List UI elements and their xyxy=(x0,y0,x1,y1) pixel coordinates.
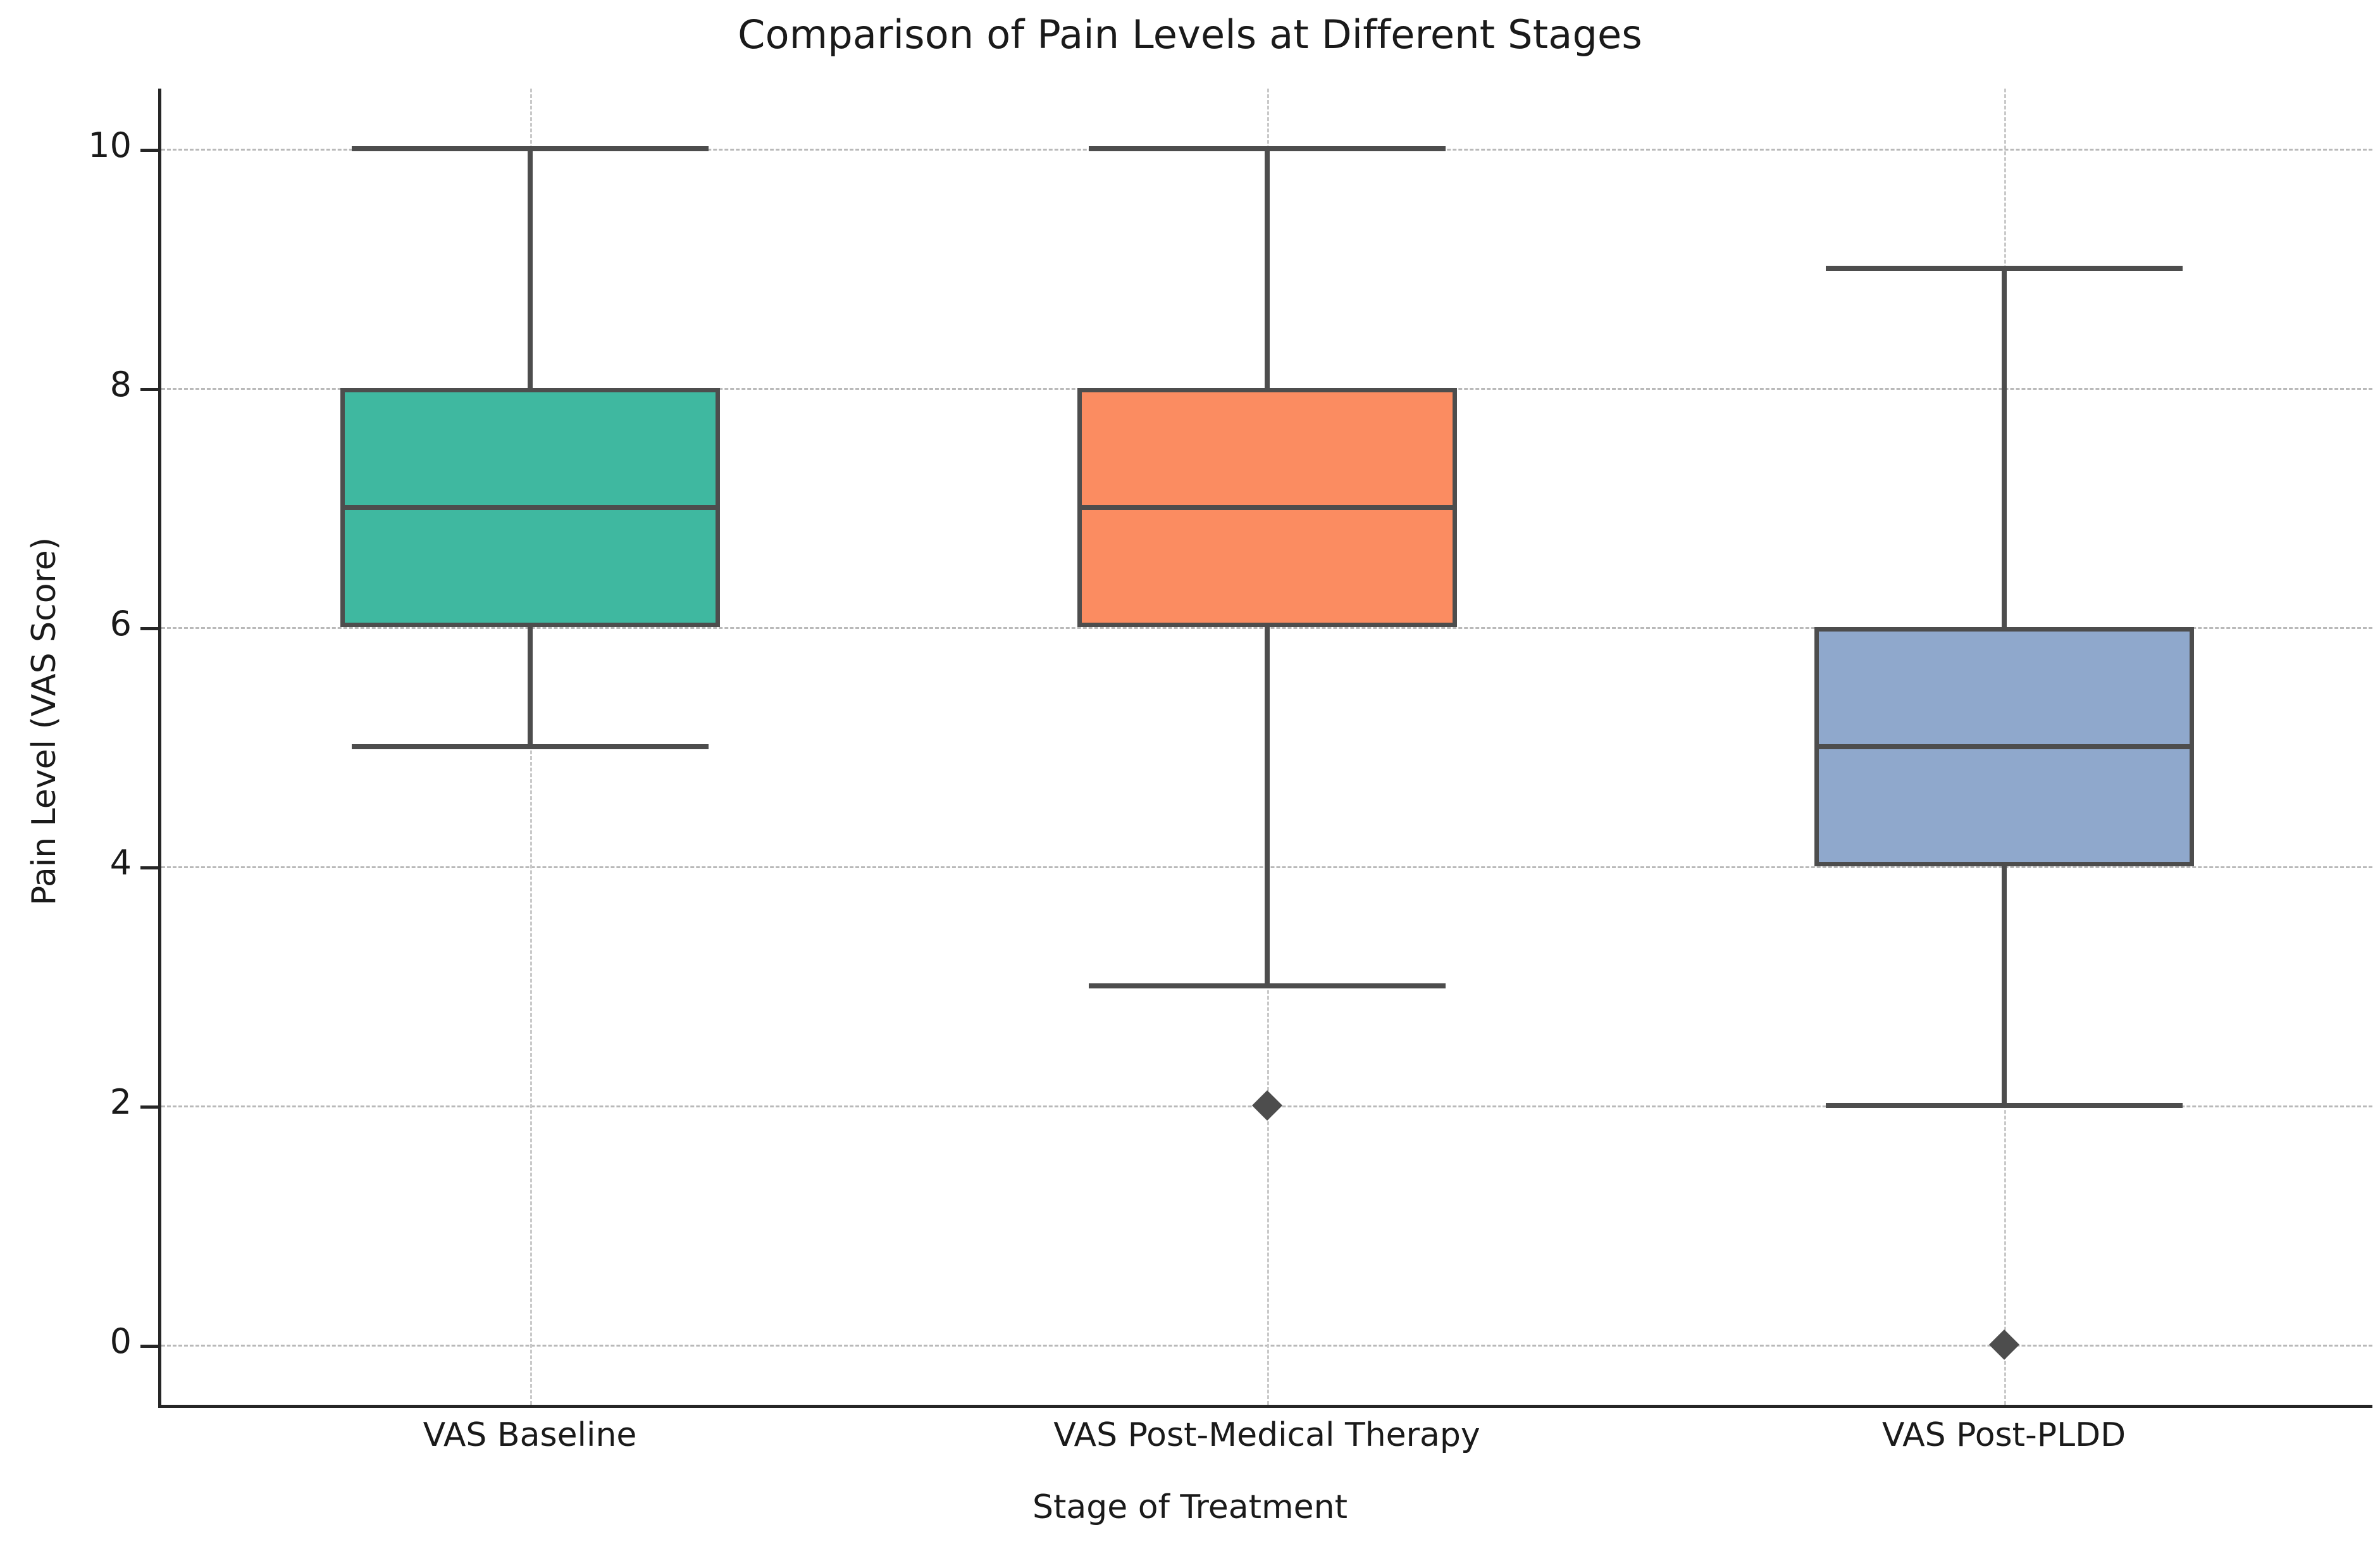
y-tick-10 xyxy=(140,148,161,152)
y-tick-label-2: 2 xyxy=(109,1082,132,1123)
y-tick-2 xyxy=(140,1105,161,1109)
y-tick-0 xyxy=(140,1345,161,1348)
median-line xyxy=(340,504,720,510)
chart-title: Comparison of Pain Levels at Different S… xyxy=(738,11,1642,58)
y-tick-6 xyxy=(140,626,161,630)
cap-lower xyxy=(351,744,709,749)
cap-upper xyxy=(1825,265,2183,271)
cap-upper xyxy=(351,146,709,151)
whisker-lower xyxy=(1264,626,1270,987)
y-axis-label: Pain Level (VAS Score) xyxy=(25,537,63,906)
cap-lower xyxy=(1088,983,1446,989)
y-tick-4 xyxy=(140,866,161,870)
cap-upper xyxy=(1088,146,1446,151)
whisker-upper xyxy=(527,148,533,388)
x-tick-label-1: VAS Post-Medical Therapy xyxy=(1053,1416,1480,1454)
y-tick-label-0: 0 xyxy=(109,1321,132,1362)
plot-area: 0 2 4 6 8 10 VAS Baseline VAS Post-Medical The… xyxy=(88,89,2372,1454)
y-tick-label-6: 6 xyxy=(109,603,132,644)
cap-lower xyxy=(1825,1103,2183,1109)
x-tick-label-0: VAS Baseline xyxy=(423,1416,637,1454)
x-axis-label: Stage of Treatment xyxy=(1032,1488,1348,1526)
whisker-lower xyxy=(2001,866,2007,1106)
whisker-upper xyxy=(2001,268,2007,627)
y-tick-8 xyxy=(140,387,161,391)
whisker-lower xyxy=(527,626,533,747)
x-tick-label-2: VAS Post-PLDD xyxy=(1881,1416,2126,1454)
y-axis-spine xyxy=(158,89,161,1405)
outlier-marker-0[interactable] xyxy=(1251,1090,1282,1121)
x-axis-spine xyxy=(158,1405,2372,1408)
median-line xyxy=(1814,744,2194,749)
y-tick-label-8: 8 xyxy=(109,364,132,404)
outlier-marker-0[interactable] xyxy=(1988,1329,2019,1360)
median-line xyxy=(1077,504,1457,510)
y-tick-label-10: 10 xyxy=(88,125,132,165)
whisker-upper xyxy=(1264,148,1270,388)
y-tick-label-4: 4 xyxy=(109,843,132,883)
